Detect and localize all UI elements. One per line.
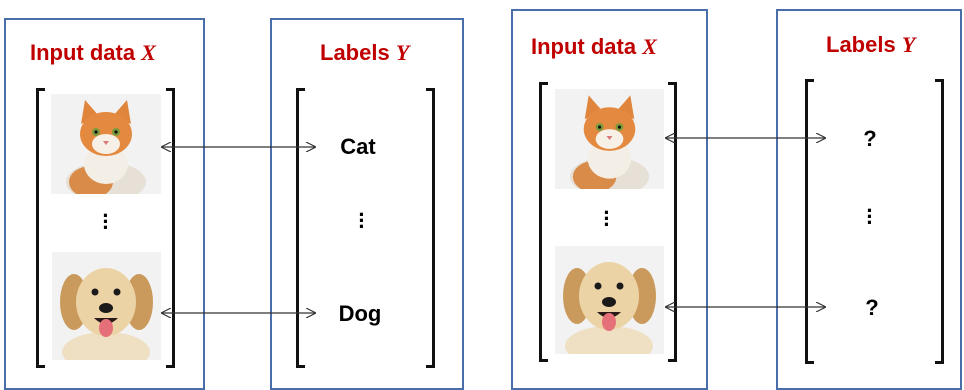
panel1-labels-bracket-left <box>296 88 305 368</box>
panel2-input-vdots: ··· <box>603 200 611 237</box>
panel1-labels-title: Labels Y <box>320 40 409 66</box>
panel2-input-bracket-right <box>668 82 677 362</box>
panel1-input-bracket-left <box>36 88 45 368</box>
dog-icon <box>555 246 664 354</box>
panel2-input-var: X <box>642 34 657 59</box>
cat-icon <box>51 94 161 194</box>
panel2-cat-image <box>555 89 664 189</box>
panel1-input-title-text: Input data <box>30 40 136 65</box>
panel1-bottom-label: Dog <box>338 301 382 326</box>
panel1-labels-title-text: Labels <box>320 40 390 65</box>
panel1-dog-image <box>52 252 161 360</box>
dog-icon <box>52 252 161 360</box>
panel2-labels-bracket-right <box>935 79 944 364</box>
panel2-dog-image <box>555 246 664 354</box>
panel2-input-bracket-left <box>539 82 548 362</box>
panel1-input-vdots: ··· <box>102 203 110 240</box>
panel2-input-title: Input data X <box>531 34 657 60</box>
panel2-labels-title-text: Labels <box>826 32 896 57</box>
panel2-labels-vdots: ··· <box>866 198 874 235</box>
panel2-bottom-label: ? <box>865 295 879 320</box>
panel1-labels-bracket-right <box>426 88 435 368</box>
panel2-top-label: ? <box>863 126 877 151</box>
panel1-input-var: X <box>141 40 156 65</box>
panel1-top-label: Cat <box>340 134 376 159</box>
panel2-input-title-text: Input data <box>531 34 637 59</box>
cat-icon <box>555 89 664 189</box>
panel2-labels-title: Labels Y <box>826 32 915 58</box>
panel2-labels-var: Y <box>901 32 916 57</box>
panel2-labels-bracket-left <box>805 79 814 364</box>
panel1-input-title: Input data X <box>30 40 156 66</box>
panel1-input-bracket-right <box>166 88 175 368</box>
panel1-cat-image <box>51 94 161 194</box>
panel1-labels-var: Y <box>395 40 410 65</box>
panel1-labels-box <box>270 18 464 390</box>
panel1-labels-vdots: ··· <box>358 202 366 239</box>
